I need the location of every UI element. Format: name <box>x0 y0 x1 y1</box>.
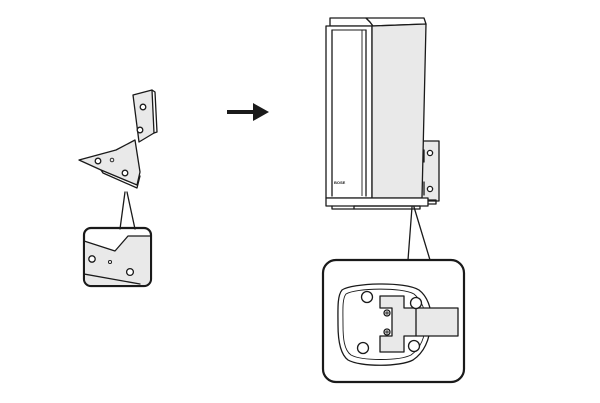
screw-hole <box>356 341 370 355</box>
screw-icon <box>383 328 391 336</box>
right-arrow-icon <box>227 103 269 121</box>
speaker-logo-text: BOSE <box>334 180 346 185</box>
bracket-vertical-plate <box>132 89 155 143</box>
screw-hole <box>121 169 129 177</box>
bracket-arm <box>379 295 459 353</box>
screw-hole <box>88 255 96 263</box>
screw-hole <box>136 126 144 134</box>
bracket-illustration <box>78 89 158 189</box>
speaker-front <box>325 25 373 199</box>
screw-hole <box>125 267 135 277</box>
screw-icon <box>383 309 391 317</box>
screw-hole <box>360 290 374 304</box>
callout-leader <box>119 191 136 230</box>
screw-hole <box>409 296 423 310</box>
screw-hole <box>94 157 102 165</box>
screw-hole <box>426 185 434 193</box>
speaker-logo <box>333 179 347 185</box>
bracket-detail-callout <box>82 226 153 288</box>
speaker-side <box>371 23 427 199</box>
screw-hole <box>407 339 421 353</box>
screw-hole <box>139 103 147 111</box>
callout-leader <box>407 206 431 261</box>
speaker-base <box>325 197 429 207</box>
speaker-base-detail-callout <box>321 258 466 384</box>
screw-hole <box>426 149 434 157</box>
speaker-mounted-illustration: BOSE <box>325 17 440 210</box>
bracket-base-plate <box>78 139 141 186</box>
